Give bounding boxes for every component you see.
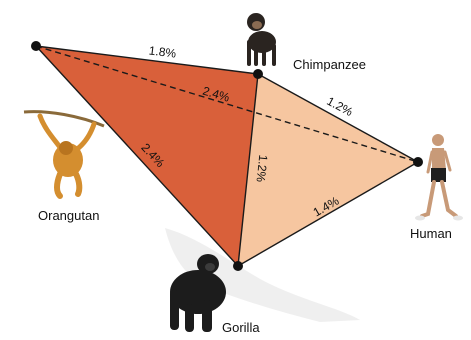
species-label-chimpanzee: Chimpanzee bbox=[293, 57, 366, 72]
label-orangutan-chimpanzee: 1.8% bbox=[148, 43, 177, 60]
species-label-gorilla: Gorilla bbox=[222, 320, 260, 335]
node-human bbox=[413, 157, 423, 167]
orangutan-icon bbox=[24, 112, 104, 196]
human-icon bbox=[415, 134, 463, 221]
species-label-human: Human bbox=[410, 226, 452, 241]
species-label-orangutan: Orangutan bbox=[38, 208, 99, 223]
chimpanzee-icon bbox=[247, 13, 276, 66]
label-chimpanzee-gorilla: 1.2% bbox=[254, 154, 271, 183]
gorilla-icon bbox=[170, 254, 226, 332]
node-chimpanzee bbox=[253, 69, 263, 79]
node-orangutan bbox=[31, 41, 41, 51]
node-gorilla bbox=[233, 261, 243, 271]
